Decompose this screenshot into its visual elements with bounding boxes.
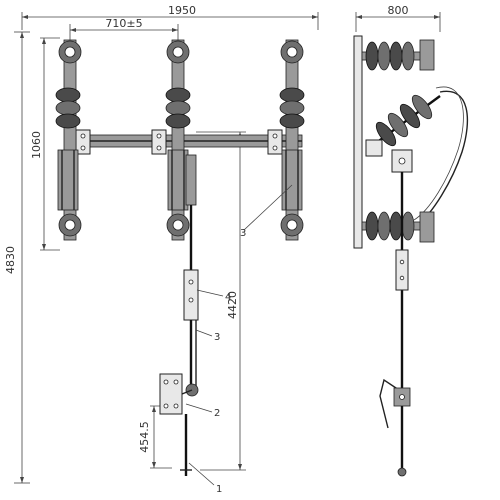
dim-label-rod-length: 4420 [226,291,239,319]
dim-label-side-width: 800 [388,4,409,17]
callout-4: 4 [225,292,231,303]
side-operating-handle [379,378,411,477]
leader-callouts: 1 2 3 3 4 [185,184,293,495]
dim-side-width: 800 [355,4,441,32]
side-bottom-insulator [361,211,435,243]
side-view: 800 [353,4,469,477]
dim-handle-height: 454.5 [138,405,172,469]
callout-3b: 3 [240,228,246,239]
side-blade-insulator [365,94,441,157]
dim-label-phase-spacing: 710±5 [105,17,142,30]
side-back-plate [353,35,363,249]
side-operating-shaft [391,149,413,392]
dim-label-insulator-height: 1060 [30,131,43,159]
dim-label-handle-height: 454.5 [138,421,151,453]
dim-label-overall-width: 1950 [168,4,196,17]
callout-2: 2 [214,408,220,419]
dim-overall-height: 4830 [4,31,30,484]
dim-rod-length: 4420 [196,131,246,471]
callout-3a: 3 [214,332,220,343]
dim-insulator-height: 1060 [30,37,60,251]
front-view: 1950 710±5 1060 4830 [4,4,319,495]
phase-right [279,39,305,241]
side-contact-arm-outline [413,86,464,221]
phase-left [55,39,82,241]
dim-overall-width: 1950 [21,4,319,30]
callout-1: 1 [216,484,222,495]
operating-handle [159,373,193,476]
operating-rod [183,154,199,397]
dim-label-overall-height: 4830 [4,246,17,274]
base-frame [69,129,303,155]
side-contact-arm [417,90,469,225]
side-top-insulator [361,39,435,71]
dim-phase-spacing: 710±5 [69,17,179,40]
phase-middle [165,39,191,241]
